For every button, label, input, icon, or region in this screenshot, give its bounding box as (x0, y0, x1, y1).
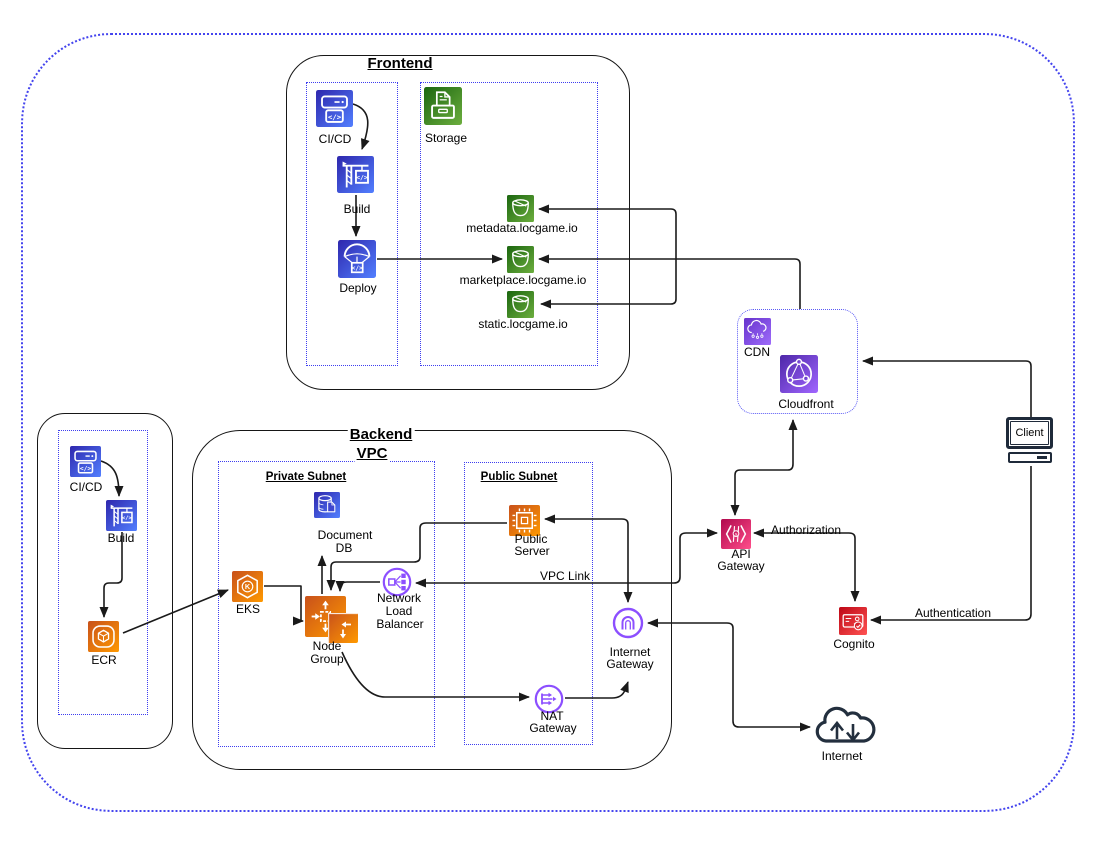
frontend-cicd-subgroup-box (306, 82, 398, 366)
vpc-title-line1: Backend (347, 426, 415, 443)
ecr-label: ECR (91, 653, 117, 667)
svg-text:</>: </> (122, 516, 133, 522)
svg-text:</>: </> (80, 466, 91, 473)
svg-text:</>: </> (356, 173, 368, 181)
document-db-label-line1: Document (317, 528, 373, 542)
edge-public-server-internet-gateway (544, 514, 633, 603)
storage-icon (424, 87, 462, 125)
frontend-build-icon: </> (337, 156, 374, 193)
public-server-label-line2: Server (514, 544, 550, 558)
edge-cdn-to-metadata-static-buckets (538, 204, 677, 309)
edge-backend-cicd-to-build (100, 460, 124, 497)
api-gateway-label-line2: Gateway (717, 559, 765, 573)
frontend-deploy-icon: </> (338, 240, 376, 278)
internet-gateway-icon (612, 607, 644, 639)
backend-cicd-label: CI/CD (69, 480, 103, 494)
private-subnet-box (218, 461, 435, 747)
private-subnet-title: Private Subnet (265, 471, 347, 483)
storage-label: Storage (424, 131, 468, 145)
metadata-bucket-label: metadata.locgame.io (466, 221, 578, 235)
cognito-icon (839, 607, 867, 635)
frontend-cicd-icon: </> (316, 90, 353, 127)
backend-cicd-icon: </> (70, 446, 101, 477)
backend-pipeline-group-box (37, 413, 173, 749)
edge-frontend-cicd-to-build (352, 103, 370, 150)
cdn-label: CDN (744, 345, 770, 359)
backend-build-icon: </> (106, 500, 137, 531)
public-subnet-box (464, 462, 593, 745)
edge-nat-gateway-to-internet-gateway (565, 681, 629, 699)
edge-public-server-to-node-group (326, 522, 507, 591)
edge-backend-build-to-ecr (99, 532, 123, 618)
marketplace-bucket-label: marketplace.locgame.io (459, 273, 587, 287)
node-group-label-line2: Group (310, 652, 344, 666)
svg-text:K: K (245, 582, 251, 591)
edge-client-to-cdn (862, 356, 1032, 417)
ecr-icon (88, 621, 119, 652)
eks-label: EKS (235, 602, 261, 616)
cdn-group-box (737, 309, 858, 414)
static-bucket-icon (507, 291, 534, 318)
static-bucket-label: static.locgame.io (478, 317, 568, 331)
document-db-label-line2: DB (335, 541, 353, 555)
cognito-label: Cognito (833, 637, 875, 651)
client-base-icon (1008, 452, 1052, 463)
cloudfront-icon (780, 355, 818, 393)
metadata-bucket-icon (507, 195, 534, 222)
nat-gateway-label-line1: NAT (540, 709, 564, 723)
svg-text:</>: </> (352, 265, 363, 272)
api-gateway-icon: s (721, 519, 751, 549)
api-gateway-label-line1: API (731, 547, 751, 561)
edge-cdn-api-gateway (730, 419, 798, 516)
authentication-edge-label: Authentication (914, 606, 992, 620)
frontend-cicd-label: CI/CD (318, 132, 352, 146)
cdn-icon (744, 318, 771, 345)
vpc-group-box (192, 430, 672, 770)
internet-gateway-label-line2: Gateway (606, 657, 654, 671)
edge-vpc-link-api-gateway-nlb (415, 528, 718, 588)
eks-icon: K (232, 571, 263, 602)
vpc-link-edge-label: VPC Link (539, 569, 591, 583)
public-subnet-title: Public Subnet (480, 471, 558, 483)
frontend-deploy-label: Deploy (339, 281, 377, 295)
internet-gateway-label-line1: Internet (609, 645, 651, 659)
vpc-title-line2: VPC (354, 445, 390, 462)
edge-cdn-to-marketplace-bucket (538, 254, 801, 309)
edge-internet-gateway-internet (647, 618, 811, 732)
outer-boundary-box (21, 33, 1075, 812)
edge-authentication-client-to-cognito (870, 466, 1032, 625)
svg-text:s: s (735, 531, 737, 536)
nlb-label-line2: Load (385, 604, 413, 618)
marketplace-bucket-icon (507, 246, 534, 273)
authorization-edge-label: Authorization (770, 523, 842, 537)
edge-nlb-to-node-group (335, 581, 380, 592)
node-group-secondary-icon (328, 613, 358, 643)
edge-eks-to-node-group (264, 585, 304, 626)
edge-node-group-to-nat-gateway (341, 651, 530, 702)
nat-gateway-icon (534, 684, 564, 714)
document-db-icon (314, 492, 340, 518)
client-label: Client (1010, 421, 1049, 445)
internet-cloud-icon (815, 706, 876, 743)
edge-authorization-api-gateway-cognito (753, 528, 860, 602)
nlb-label-line3: Balancer (376, 617, 424, 631)
nlb-label-line1: Network (376, 591, 422, 605)
backend-build-label: Build (107, 531, 135, 545)
frontend-group-box (286, 55, 630, 390)
cloudfront-label: Cloudfront (778, 397, 834, 411)
backend-pipeline-subgroup-box (58, 430, 148, 715)
internet-label: Internet (821, 749, 863, 763)
client-icon: Client (1006, 417, 1053, 449)
frontend-title: Frontend (367, 55, 433, 72)
edge-ecr-to-eks (122, 589, 229, 634)
svg-text:</>: </> (328, 112, 342, 121)
nat-gateway-label-line2: Gateway (529, 721, 577, 735)
network-load-balancer-icon (382, 567, 412, 597)
node-group-label-line1: Node (312, 639, 342, 653)
frontend-storage-subgroup-box (420, 82, 598, 366)
frontend-build-label: Build (343, 202, 371, 216)
